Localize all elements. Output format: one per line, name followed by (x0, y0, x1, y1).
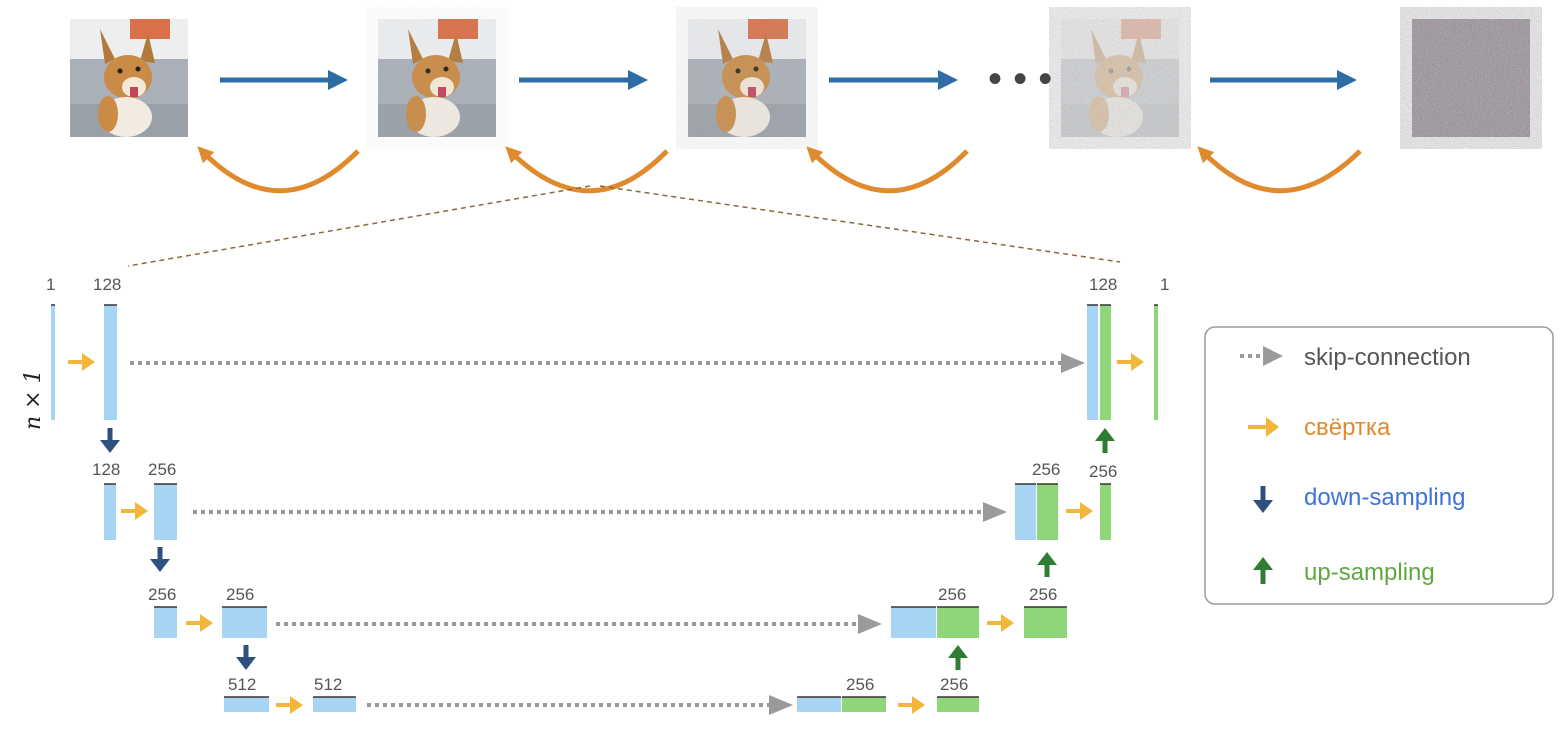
down-sampling-head (236, 657, 256, 670)
conv-arrow-head (1001, 614, 1014, 632)
legend-conv-icon (1248, 417, 1279, 437)
reverse-arrow (1197, 146, 1362, 194)
label-l3-dec-out: 256 (940, 675, 968, 694)
label-l1-dec-out: 256 (1089, 462, 1117, 481)
label-l0-enc: 128 (93, 275, 121, 294)
legend-down-label: down-sampling (1304, 484, 1465, 511)
conv-arrow-head (82, 353, 95, 371)
label-l2-enc-in: 256 (148, 585, 176, 604)
legend-conv-label: свёртка (1304, 414, 1391, 441)
dog-image-slight-noise (378, 19, 496, 137)
down-sampling-head (100, 440, 120, 453)
encoder-block-l1-in (104, 484, 116, 540)
legend-up-icon (1253, 557, 1273, 584)
diffusion-chain: • • • (70, 19, 1530, 267)
up-sampling-head (1037, 552, 1057, 565)
label-l2-dec-concat: 256 (938, 585, 966, 604)
conv-arrow-head (912, 696, 925, 714)
decoder-output-block (1154, 305, 1158, 420)
decoder-concat-block-l1 (1037, 484, 1058, 540)
skip-connection-head (1061, 353, 1085, 373)
legend-skip-icon (1240, 346, 1283, 366)
encoder-input-block (51, 305, 55, 420)
decoder-concat-block-l2 (937, 607, 979, 638)
decoder-block-l1-out (1100, 484, 1111, 540)
skip-connection-head (983, 502, 1007, 522)
pure-noise-image (1412, 19, 1530, 137)
encoder-block-l3-out (313, 697, 356, 712)
encoder-block-l0 (104, 305, 117, 420)
decoder-block-l2-out (1024, 607, 1067, 638)
dog-image-more-noise (688, 19, 806, 137)
label-l1-enc-in: 128 (92, 460, 120, 479)
conv-arrow-head (290, 696, 303, 714)
encoder-block-l3-in (224, 697, 269, 712)
up-sampling-head (1095, 428, 1115, 441)
conv-arrow-head (1131, 353, 1144, 371)
conv-arrow-head (135, 502, 148, 520)
conv-arrow-head (200, 614, 213, 632)
dog-image-heavy-noise (1061, 19, 1179, 137)
reverse-arrow (806, 146, 969, 194)
input-dimension-label: n × 1 (21, 369, 46, 430)
up-sampling-head (948, 645, 968, 658)
label-l3-dec-concat: 256 (846, 675, 874, 694)
label-l2-dec-out: 256 (1029, 585, 1057, 604)
label-l1-enc-out: 256 (148, 460, 176, 479)
legend-up-label: up-sampling (1304, 559, 1435, 586)
conv-arrow-head (1080, 502, 1093, 520)
decoder-concat-block-l0 (1100, 305, 1111, 420)
unet (51, 304, 1158, 715)
decoder-concat-block-l1 (1015, 484, 1036, 540)
label-l0-in: 1 (46, 275, 55, 294)
decoder-concat-block-l2 (891, 607, 936, 638)
decoder-concat-block-l3 (842, 697, 886, 712)
skip-connection-head (858, 614, 882, 634)
decoder-block-l3-out (937, 697, 979, 712)
reverse-arrow (197, 146, 360, 194)
legend-down-icon (1253, 486, 1273, 513)
encoder-block-l2-in (154, 607, 177, 638)
encoder-block-l1-out (154, 484, 177, 540)
ellipsis: • • • (988, 57, 1052, 101)
label-l1-dec-concat: 256 (1032, 460, 1060, 479)
legend-skip-label: skip-connection (1304, 344, 1471, 371)
channel-labels: 1 128 128 1 128 256 256 256 256 256 256 … (46, 275, 1169, 694)
legend: skip-connection свёртка down-sampling up… (1204, 326, 1554, 605)
legend-box (1204, 326, 1554, 605)
zoom-line-left (127, 185, 591, 267)
encoder-block-l2-out (222, 607, 267, 638)
down-sampling-head (150, 559, 170, 572)
zoom-line-right (599, 185, 1121, 263)
label-l3-enc-out: 512 (314, 675, 342, 694)
decoder-concat-block-l0 (1087, 305, 1098, 420)
label-l2-enc-out: 256 (226, 585, 254, 604)
reverse-arrow (505, 146, 669, 194)
label-l0-out: 1 (1160, 275, 1169, 294)
label-l0-dec: 128 (1089, 275, 1117, 294)
decoder-concat-block-l3 (797, 697, 841, 712)
dog-image-clean (70, 19, 188, 137)
label-l3-enc-in: 512 (228, 675, 256, 694)
skip-connection-head (769, 695, 793, 715)
